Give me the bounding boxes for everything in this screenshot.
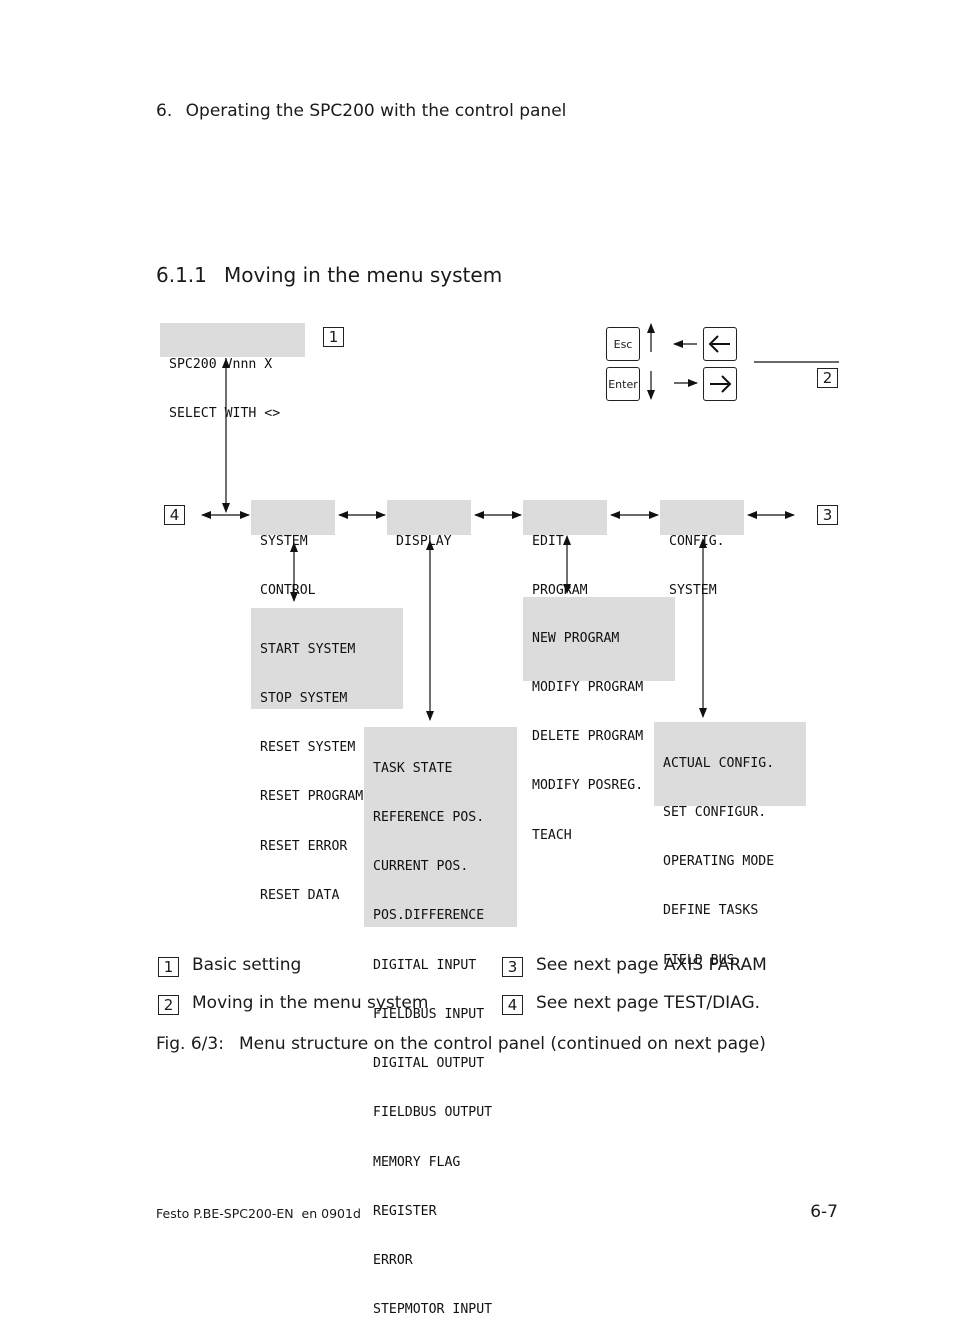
chapter-number: 6.: [156, 101, 173, 121]
submenu-item: REGISTER: [373, 1203, 437, 1219]
submenu-item: CURRENT POS.: [373, 859, 469, 875]
submenu-item: POS.DIFFERENCE: [373, 908, 485, 924]
legend-callout-1: 1: [158, 957, 179, 977]
submenu-item: MEMORY FLAG: [373, 1154, 461, 1170]
esc-key: Esc: [606, 327, 640, 361]
enter-key-label: Enter: [608, 377, 638, 391]
submenu-item: RESET DATA: [260, 887, 340, 903]
figure-label: Fig. 6/3:: [156, 1034, 224, 1054]
menu-label: CONTROL: [260, 583, 316, 599]
submenu-item: DIGITAL OUTPUT: [373, 1056, 485, 1072]
submenu-item: RESET SYSTEM: [260, 740, 356, 756]
legend-callout-2: 2: [158, 995, 179, 1015]
submenu-item: DIGITAL INPUT: [373, 957, 477, 973]
callout-1: 1: [323, 327, 344, 347]
figure-caption-text: Menu structure on the control panel (con…: [239, 1034, 766, 1054]
diagram-arrows: [201, 323, 839, 721]
menu-label: EDIT: [532, 533, 564, 549]
callout-3: 3: [817, 505, 838, 525]
submenu-item: STEPMOTOR INPUT: [373, 1302, 493, 1318]
menu-label: DISPLAY: [396, 533, 452, 549]
callout-4: 4: [164, 505, 185, 525]
running-header: 6. Operating the SPC200 with the control…: [156, 101, 566, 121]
legend-callout-3: 3: [502, 957, 523, 977]
left-arrow-key-icon: [703, 327, 737, 361]
section-number: 6.1.1: [156, 263, 207, 287]
enter-key: Enter: [606, 367, 640, 401]
submenu-item: START SYSTEM: [260, 641, 356, 657]
menu-config-system: CONFIG. SYSTEM: [660, 500, 744, 598]
section-heading: 6.1.1 Moving in the menu system: [156, 263, 502, 287]
legend-text-1: Basic setting: [192, 955, 302, 975]
submenu-item: NEW PROGRAM: [532, 630, 620, 646]
chapter-title: Operating the SPC200 with the control pa…: [185, 101, 567, 121]
menu-system-control: SYSTEM CONTROL: [251, 500, 335, 598]
menu-label: CONFIG.: [669, 533, 725, 549]
section-title: Moving in the menu system: [224, 263, 503, 287]
submenu-item: STOP SYSTEM: [260, 691, 348, 707]
submenu-item: SET CONFIGUR.: [663, 805, 767, 821]
submenu-item: REFERENCE POS.: [373, 810, 485, 826]
menu-label: SYSTEM: [669, 583, 717, 599]
submenu-item: TASK STATE: [373, 760, 453, 776]
legend-text-4: See next page TEST/DIAG.: [536, 993, 761, 1013]
basic-setting-display: SPC200 Vnnn X SELECT WITH <>: [160, 323, 305, 421]
footer-document-id: Festo P.BE-SPC200-EN en 0901d: [156, 1206, 361, 1221]
submenu-item: FIELDBUS INPUT: [373, 1006, 485, 1022]
config-system-submenu: ACTUAL CONFIG. SET CONFIGUR. OPERATING M…: [654, 722, 806, 968]
submenu-item: MODIFY POSREG.: [532, 778, 644, 794]
edit-program-submenu: NEW PROGRAM MODIFY PROGRAM DELETE PROGRA…: [523, 597, 675, 843]
legend-text-3: See next page AXIS PARAM: [536, 955, 767, 975]
menu-label: SYSTEM: [260, 533, 308, 549]
system-control-submenu: START SYSTEM STOP SYSTEM RESET SYSTEM RE…: [251, 608, 403, 903]
esc-key-label: Esc: [613, 337, 633, 351]
display-line: SELECT WITH <>: [169, 406, 281, 422]
display-submenu: TASK STATE REFERENCE POS. CURRENT POS. P…: [364, 727, 517, 1317]
submenu-item: TEACH: [532, 827, 572, 843]
legend-callout-4: 4: [502, 995, 523, 1015]
submenu-item: RESET PROGRAMS: [260, 789, 372, 805]
submenu-item: FIELD BUS: [663, 952, 735, 968]
right-arrow-key-icon: [703, 367, 737, 401]
callout-2: 2: [817, 368, 838, 388]
submenu-item: ACTUAL CONFIG.: [663, 755, 775, 771]
submenu-item: FIELDBUS OUTPUT: [373, 1105, 493, 1121]
display-line: SPC200 Vnnn X: [169, 356, 273, 372]
submenu-item: RESET ERROR: [260, 838, 348, 854]
submenu-item: MODIFY PROGRAM: [532, 680, 644, 696]
submenu-item: DEFINE TASKS: [663, 903, 759, 919]
figure-caption: Fig. 6/3: Menu structure on the control p…: [156, 1034, 766, 1054]
legend-text-2: Moving in the menu system: [192, 993, 429, 1013]
submenu-item: DELETE PROGRAM: [532, 729, 644, 745]
page-number: 6-7: [810, 1202, 838, 1222]
menu-label: PROGRAM: [532, 583, 588, 599]
submenu-item: OPERATING MODE: [663, 854, 775, 870]
menu-edit-program: EDIT PROGRAM: [523, 500, 607, 598]
menu-display: DISPLAY: [387, 500, 471, 549]
submenu-item: ERROR: [373, 1253, 413, 1268]
